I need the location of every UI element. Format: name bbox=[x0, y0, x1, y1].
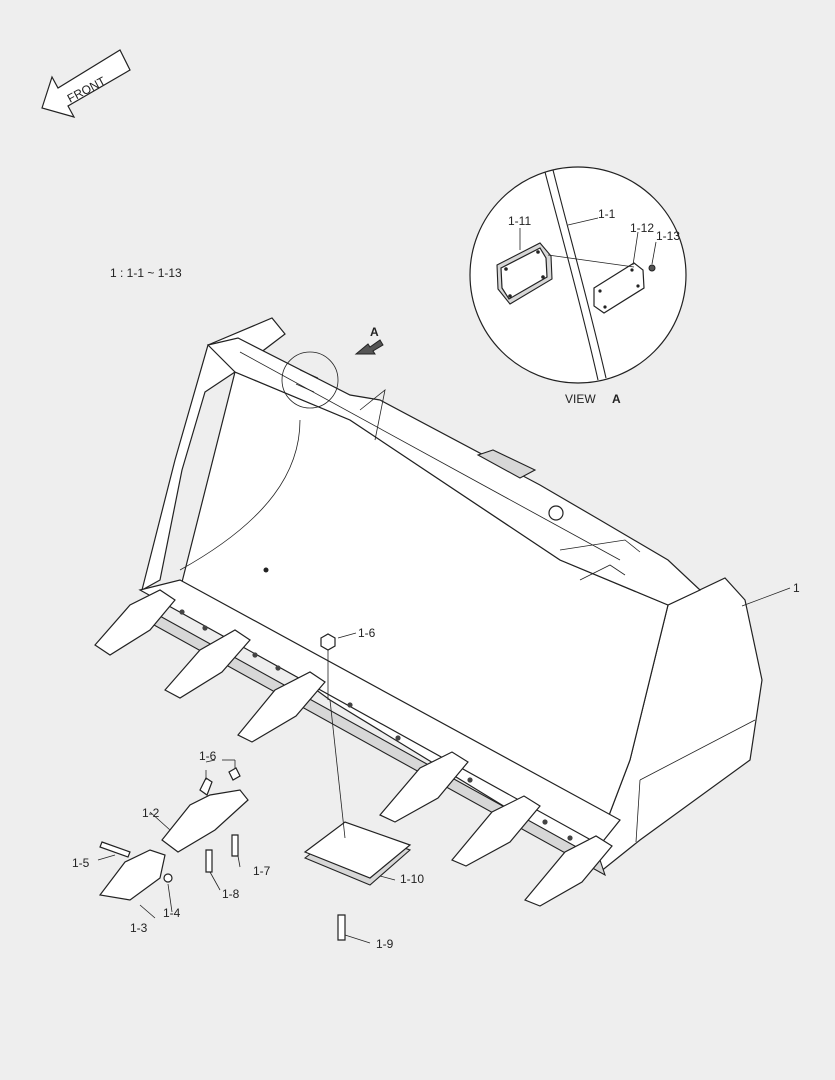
bucket-body bbox=[94, 317, 763, 907]
callout-1-7: 1-7 bbox=[253, 864, 271, 878]
callout-1-13: 1-13 bbox=[656, 229, 680, 243]
callout-1-9: 1-9 bbox=[376, 937, 394, 951]
callout-1-4: 1-4 bbox=[163, 906, 181, 920]
callout-1-6-lower: 1-6 bbox=[199, 749, 217, 763]
callout-1-11: 1-11 bbox=[508, 214, 531, 228]
callout-1-2: 1-2 bbox=[142, 806, 160, 820]
callout-1-3: 1-3 bbox=[130, 921, 148, 935]
exploded-parts bbox=[97, 587, 791, 944]
callout-1-12: 1-12 bbox=[630, 221, 654, 235]
front-arrow: FRONT bbox=[41, 49, 131, 118]
view-caption-letter: A bbox=[612, 392, 621, 406]
callout-1-5: 1-5 bbox=[72, 856, 90, 870]
callout-1: 1 bbox=[793, 581, 800, 595]
callout-1-10: 1-10 bbox=[400, 872, 424, 886]
bucket-teeth bbox=[94, 589, 613, 907]
callout-1-6-top: 1-6 bbox=[358, 626, 376, 640]
view-a-arrow: A bbox=[354, 325, 384, 355]
callout-1-8: 1-8 bbox=[222, 887, 240, 901]
callout-1-1: 1-1 bbox=[598, 207, 616, 221]
view-a-arrow-label: A bbox=[370, 325, 379, 339]
view-caption-prefix: VIEW bbox=[565, 392, 596, 406]
callout-labels: 1 1-6 1-6 1-2 1-5 1-7 1-8 1-4 1-3 1-10 1… bbox=[72, 581, 800, 951]
detail-view-a: 1-11 1-1 1-12 1-13 VIEW A bbox=[469, 166, 687, 406]
parts-summary: 1 : 1-1 ~ 1-13 bbox=[110, 266, 182, 280]
